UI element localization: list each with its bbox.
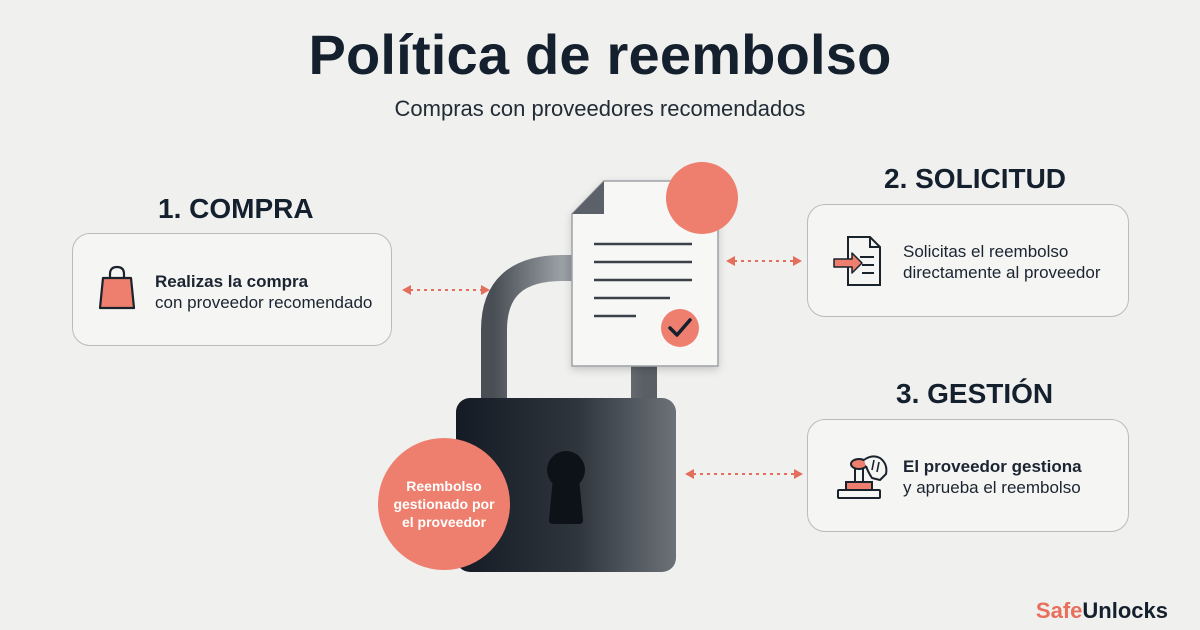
keyhole-icon xyxy=(547,451,585,524)
refund-badge-text: Reembolso gestionado por el proveedor xyxy=(393,478,495,530)
document-accent-circle xyxy=(666,162,738,234)
step-3-card: El proveedor gestiona y aprueba el reemb… xyxy=(807,419,1129,532)
step-1-text-bold: Realizas la compra xyxy=(155,272,309,291)
step-2-text-line2: directamente al proveedor xyxy=(903,263,1101,282)
step-2-card: Solicitas el reembolso directamente al p… xyxy=(807,204,1129,317)
document-arrow-icon xyxy=(833,236,881,286)
step-2-connector-arrow xyxy=(726,256,802,266)
step-2-title: 2. SOLICITUD xyxy=(884,163,1067,194)
step-3-text-plain: y aprueba el reembolso xyxy=(903,478,1081,497)
brand-part-2: Unlocks xyxy=(1082,598,1168,623)
page-subtitle: Compras con proveedores recomendados xyxy=(394,96,806,121)
shopping-bag-icon xyxy=(98,265,136,310)
step-3-text-bold: El proveedor gestiona xyxy=(903,457,1082,476)
brand-logo: SafeUnlocks xyxy=(1036,598,1168,624)
step-1-connector-arrow xyxy=(402,285,490,295)
step-2-text-line1: Solicitas el reembolso xyxy=(903,242,1069,261)
checkmark-icon xyxy=(661,309,699,347)
padlock-document-illustration xyxy=(456,162,738,572)
page-title: Política de reembolso xyxy=(308,23,892,86)
refund-badge: Reembolso gestionado por el proveedor xyxy=(378,438,510,570)
hand-stamp-icon xyxy=(837,455,888,499)
step-1-text-plain: con proveedor recomendado xyxy=(155,293,373,312)
step-3-title: 3. GESTIÓN xyxy=(896,378,1054,409)
brand-part-1: Safe xyxy=(1035,598,1083,623)
step-1-card: Realizas la compra con proveedor recomen… xyxy=(72,233,392,346)
step-3-connector-arrow xyxy=(685,469,803,479)
step-1-title: 1. COMPRA xyxy=(158,193,314,224)
